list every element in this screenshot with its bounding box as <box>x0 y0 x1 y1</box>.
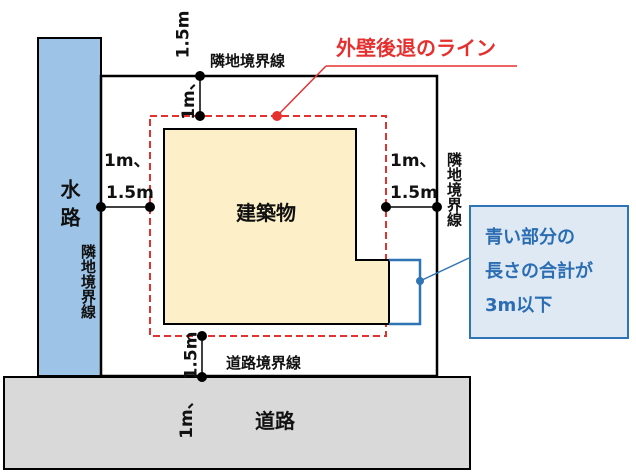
note-leader-dot <box>416 277 424 285</box>
distance-top-label: 1.5m <box>173 10 194 59</box>
road-area <box>3 376 471 470</box>
distance-bottom-label-a: 1.5m <box>181 331 202 380</box>
distance-left-label-b: 1.5m <box>106 183 154 203</box>
distance-bottom-label-b: 1m、 <box>176 392 197 439</box>
distance-top-inner-label: 1m、 <box>178 73 199 120</box>
waterway-label: 水路 <box>57 179 81 235</box>
dot <box>145 202 155 212</box>
note-leader <box>419 257 470 282</box>
setback-line <box>149 115 387 337</box>
building-shape <box>163 128 390 325</box>
neighbor-boundary-label-right: 隣地境界線 <box>445 152 463 227</box>
dot <box>96 202 106 212</box>
dot <box>381 202 391 212</box>
neighbor-boundary-label-top: 隣地境界線 <box>210 52 286 70</box>
dot <box>197 331 207 341</box>
distance-left-label-a: 1m、 <box>104 151 151 171</box>
note-line-1: 青い部分の <box>485 227 575 248</box>
dot <box>197 372 207 382</box>
distance-right-label-a: 1m、 <box>390 151 437 171</box>
lot-boundary <box>99 74 439 378</box>
setback-leader <box>276 65 327 117</box>
neighbor-boundary-label-left: 隣地境界線 <box>79 244 97 319</box>
dot <box>432 202 442 212</box>
note-box: 青い部分の 長さの合計が 3m以下 <box>469 205 629 339</box>
blue-excess-segment <box>389 258 422 326</box>
setback-line-label: 外壁後退のライン <box>336 36 496 60</box>
note-line-3: 3m以下 <box>485 295 553 316</box>
building-label: 建築物 <box>236 201 296 225</box>
distance-right-label-b: 1.5m <box>390 183 438 203</box>
dot <box>195 111 205 121</box>
waterway-area <box>37 37 102 377</box>
road-boundary-label: 道路境界線 <box>226 354 302 372</box>
road-label: 道路 <box>255 409 295 433</box>
dot <box>195 71 205 81</box>
setback-leader-dot <box>272 111 282 121</box>
note-line-2: 長さの合計が <box>485 261 593 282</box>
